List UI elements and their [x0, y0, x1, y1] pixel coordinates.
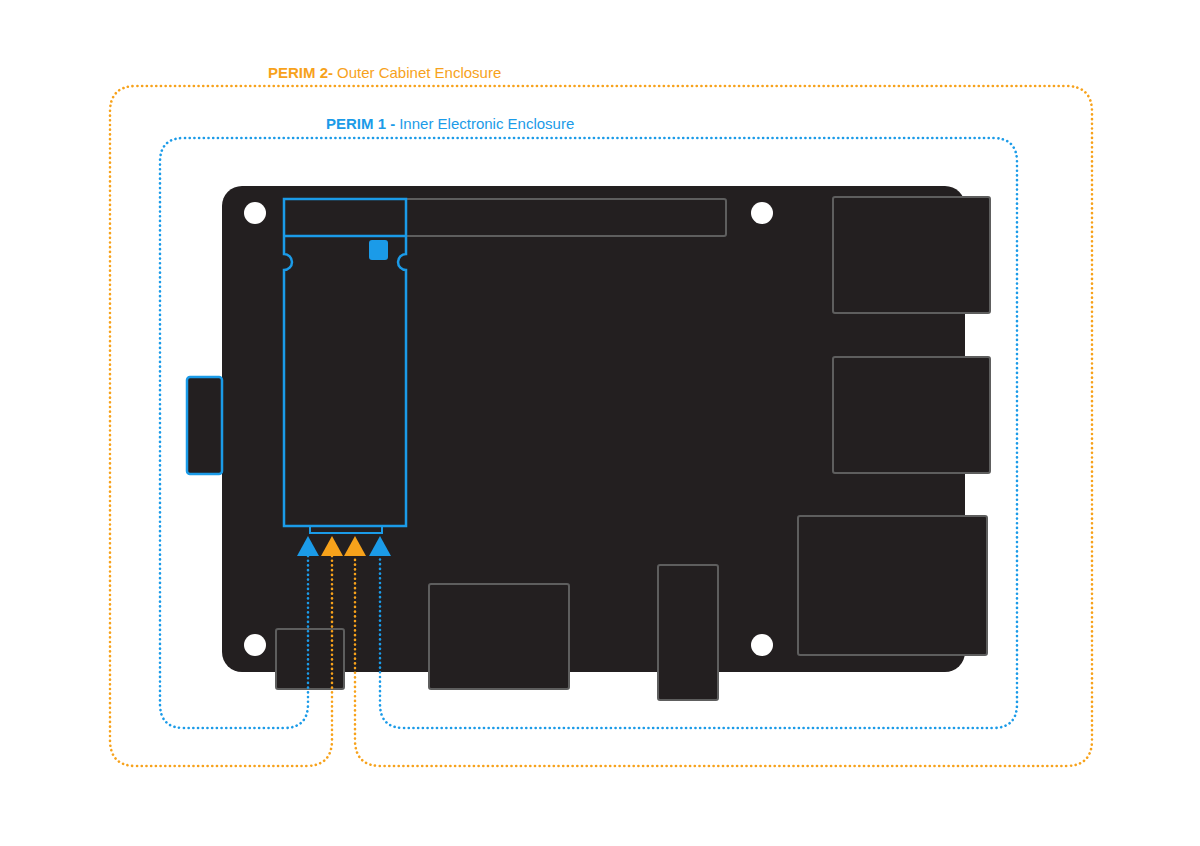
perimeter-heading: PERIM 2-Outer Cabinet Enclosure [266, 64, 503, 82]
outer-enclosure-perimeter: PERIM 2-Outer Cabinet EnclosurePERIM 1 -… [106, 60, 1096, 770]
usb-port [833, 197, 990, 313]
ethernet-port [798, 516, 987, 655]
perimeter-heading: PERIM 1 -Inner Electronic Enclosure [324, 115, 576, 133]
perimeter-line [160, 138, 1017, 728]
inner-enclosure-perimeter: PERIM 1 -Inner Electronic Enclosure [156, 112, 1021, 732]
mounting-hole [751, 202, 773, 224]
perimeter-arrowhead [321, 536, 343, 556]
side-connector [187, 377, 222, 474]
module-outline [284, 199, 406, 526]
mounting-hole [751, 634, 773, 656]
module-divider [284, 235, 406, 238]
perimeter-arrowhead [297, 536, 319, 556]
security-module [284, 199, 406, 533]
perimeter-name: PERIM 2- [268, 64, 333, 81]
board-components [276, 197, 990, 700]
perimeter-description: Outer Cabinet Enclosure [337, 64, 501, 81]
perimeter-arrowhead [369, 536, 391, 556]
dotted-perimeter [106, 60, 1096, 770]
module-indicator [369, 240, 388, 260]
mounting-hole [244, 202, 266, 224]
perimeter-description: Inner Electronic Enclosure [399, 115, 574, 132]
dotted-perimeter [156, 112, 1021, 732]
perimeter-arrowhead [344, 536, 366, 556]
power-port [276, 629, 344, 689]
perimeter-line [110, 86, 1092, 766]
mounting-hole [244, 634, 266, 656]
usb-port [833, 357, 990, 473]
perimeter-name: PERIM 1 - [326, 115, 395, 132]
hdmi-port [429, 584, 569, 689]
audio-jack [658, 565, 718, 700]
module-pins [310, 526, 382, 533]
